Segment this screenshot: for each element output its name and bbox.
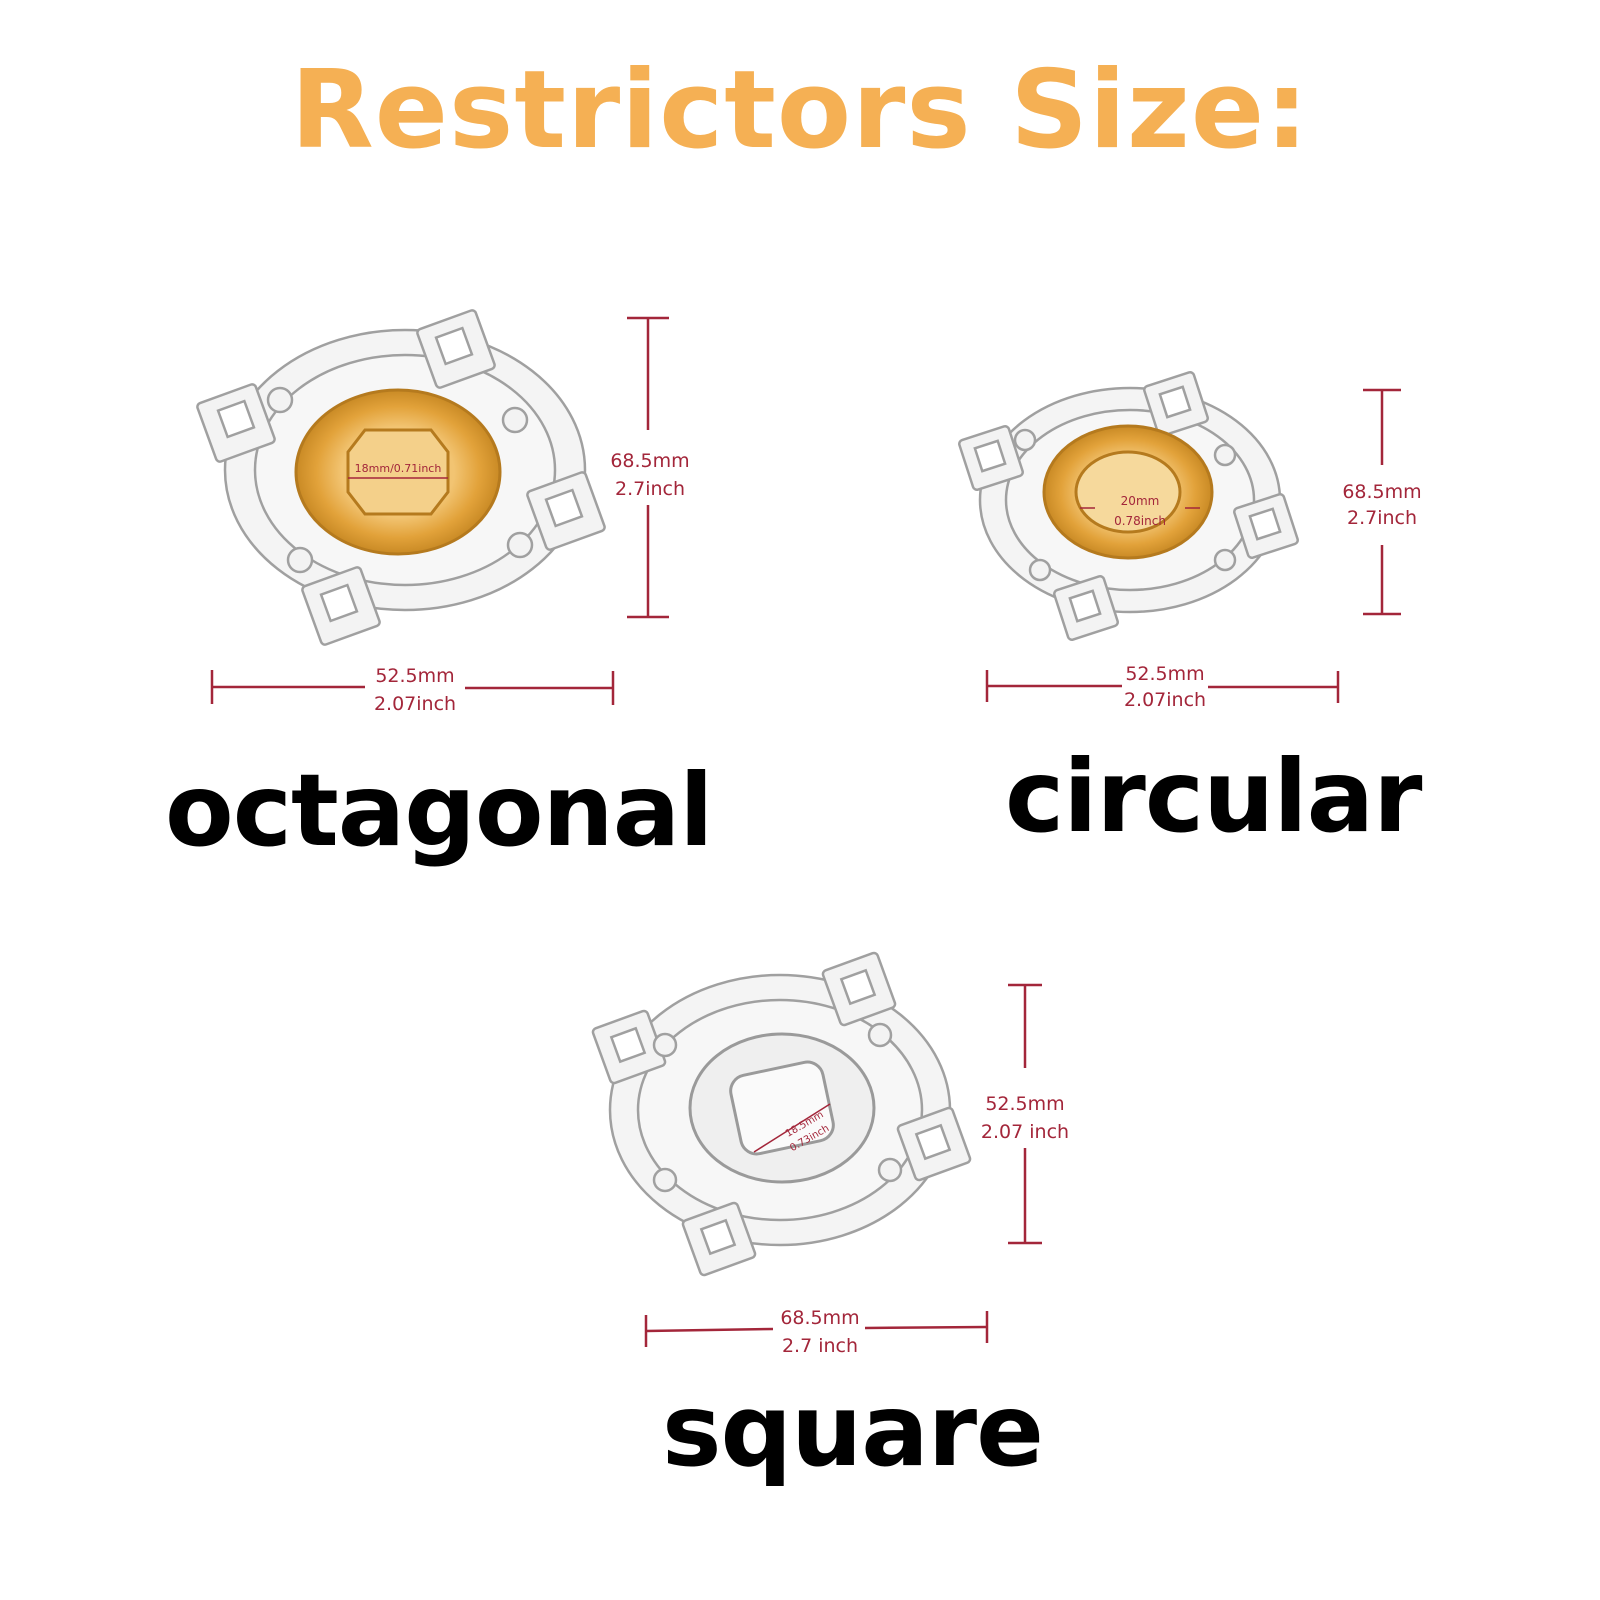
circular-height-mm: 68.5mm <box>1342 481 1422 503</box>
square-gate-image <box>688 1032 876 1184</box>
octagonal-inner-size: 18mm/0.71inch <box>354 462 442 475</box>
circular-inner-size-mm: 20mm <box>1120 494 1160 508</box>
octagonal-width-mm: 52.5mm <box>375 665 455 687</box>
octagonal-label: octagonal <box>165 752 713 869</box>
square-width-line-right <box>864 1325 988 1330</box>
octagonal-height-mm: 68.5mm <box>610 450 690 472</box>
circular-gate-image <box>1042 424 1214 560</box>
square-width-mm: 68.5mm <box>780 1307 860 1329</box>
square-width-inch: 2.7 inch <box>781 1335 859 1357</box>
dimension-lines <box>210 316 1401 1347</box>
circular-width-mm: 52.5mm <box>1125 663 1205 685</box>
square-restrictor-image <box>591 951 972 1277</box>
circular-width-inch: 2.07inch <box>1123 689 1207 711</box>
page-title: Restrictors Size: <box>290 48 1310 173</box>
circular-label: circular <box>1005 738 1422 855</box>
square-height-mm: 52.5mm <box>985 1093 1065 1115</box>
square-width-line-left <box>645 1327 774 1333</box>
octagonal-width-inch: 2.07inch <box>373 693 457 715</box>
octagonal-height-inch: 2.7inch <box>614 478 686 500</box>
circular-inner-size-inch: 0.78inch <box>1114 514 1166 528</box>
square-height-inch: 2.07 inch <box>980 1121 1070 1143</box>
circular-height-inch: 2.7inch <box>1346 507 1418 529</box>
octagonal-gate-image <box>294 388 502 556</box>
square-label: square <box>662 1372 1044 1489</box>
